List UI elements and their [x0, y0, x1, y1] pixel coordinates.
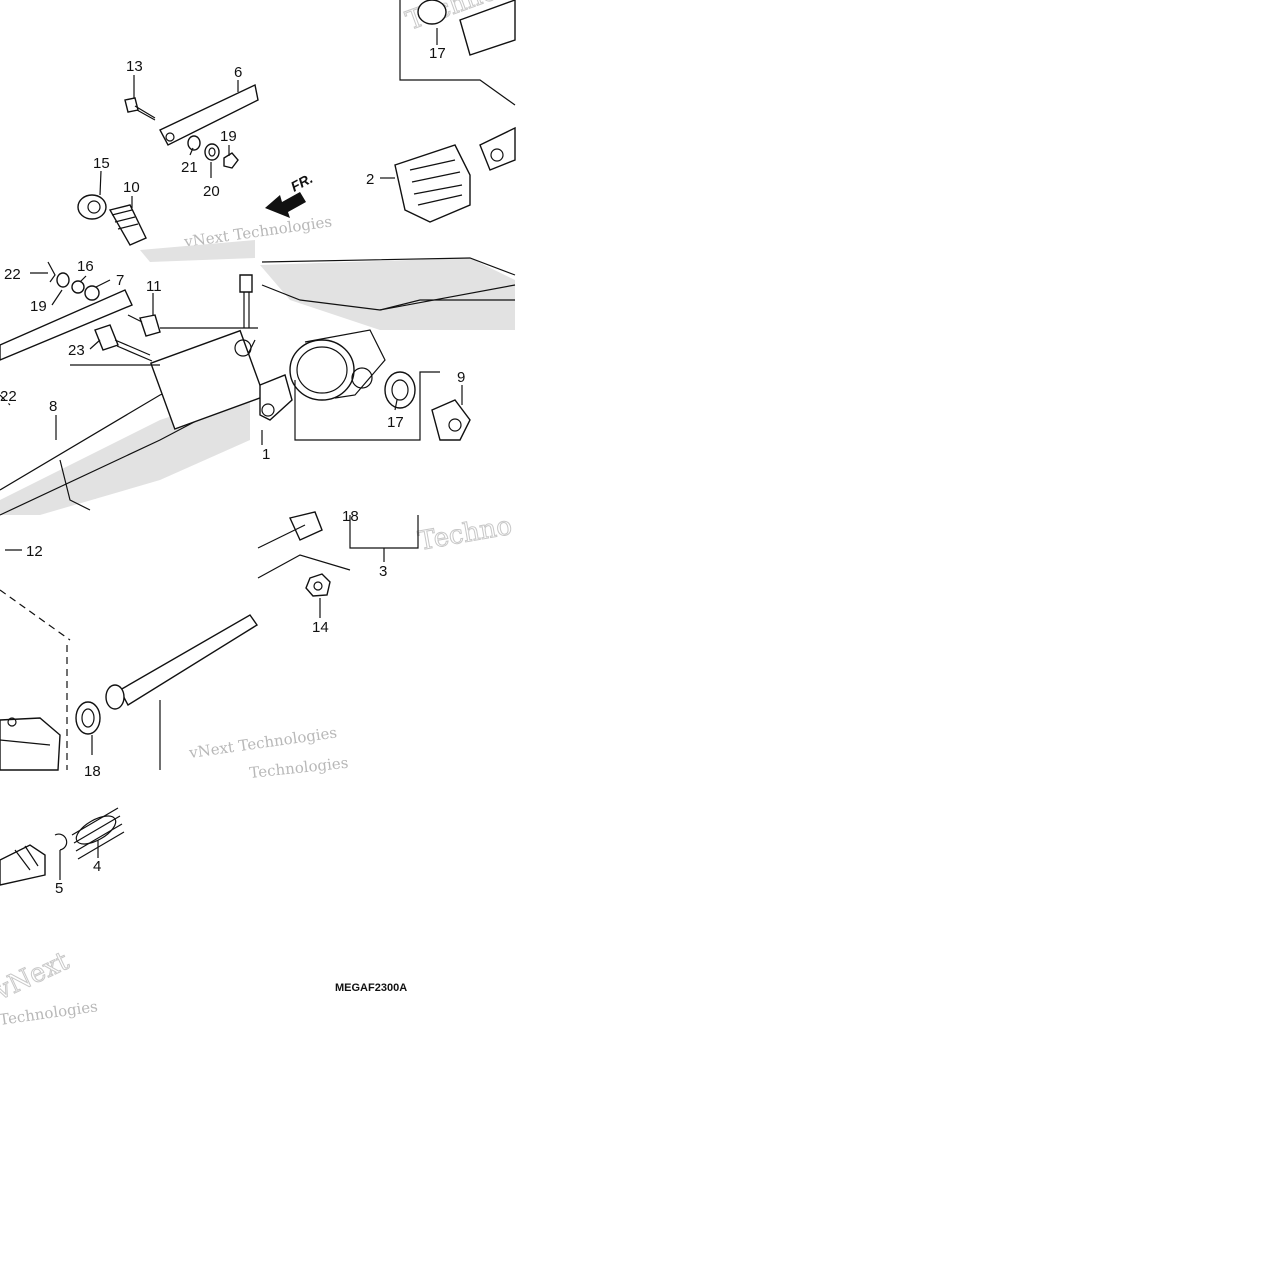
- callout-5: 5: [55, 880, 63, 897]
- swingarm-left-arm: [0, 329, 265, 516]
- callout-labels: 13 6 19 21 20 15 10 22 16 7 19 11 23 22 …: [0, 45, 465, 897]
- callout-16: 16: [77, 258, 94, 275]
- callout-13: 13: [126, 58, 143, 75]
- final-gear-housing: [0, 717, 61, 771]
- callout-3: 3: [379, 563, 387, 580]
- watermark: vNext: [0, 946, 74, 1007]
- callout-11: 11: [146, 278, 162, 295]
- callout-9: 9: [457, 369, 465, 386]
- callout-6: 6: [234, 64, 242, 81]
- watermark: Techno: [416, 511, 514, 557]
- callout-19: 19: [220, 128, 237, 145]
- callout-23: 23: [68, 342, 85, 359]
- callout-20: 20: [203, 183, 220, 200]
- callout-14: 14: [312, 619, 329, 636]
- callout-19b: 19: [30, 298, 47, 315]
- callout-10: 10: [123, 179, 140, 196]
- callout-15: 15: [93, 155, 110, 172]
- drive-joint: [394, 0, 516, 223]
- fasteners: [0, 83, 471, 597]
- callout-18b: 18: [84, 763, 101, 780]
- callout-22b: 22: [0, 388, 17, 405]
- front-direction-marker: FR.: [265, 170, 315, 218]
- reference-lines: [0, 0, 516, 770]
- watermark: Technologies: [249, 754, 350, 782]
- callout-21: 21: [181, 159, 198, 176]
- callout-12: 12: [26, 543, 43, 560]
- callout-8: 8: [49, 398, 57, 415]
- watermark: Technologies: [0, 997, 99, 1029]
- pinion-assembly: [0, 807, 125, 886]
- callout-2: 2: [366, 171, 374, 188]
- callout-17b: 17: [387, 414, 404, 431]
- callout-18: 18: [342, 508, 359, 525]
- callout-22: 22: [4, 266, 21, 283]
- swingarm-body: [261, 257, 516, 401]
- callout-7: 7: [116, 272, 124, 289]
- drive-shaft: [75, 614, 258, 735]
- callout-4: 4: [93, 858, 101, 875]
- callout-17: 17: [429, 45, 446, 62]
- front-label: FR.: [288, 170, 315, 195]
- callout-1: 1: [262, 446, 270, 463]
- leader-lines: [5, 28, 463, 880]
- diagram-code: MEGAF2300A: [335, 982, 407, 994]
